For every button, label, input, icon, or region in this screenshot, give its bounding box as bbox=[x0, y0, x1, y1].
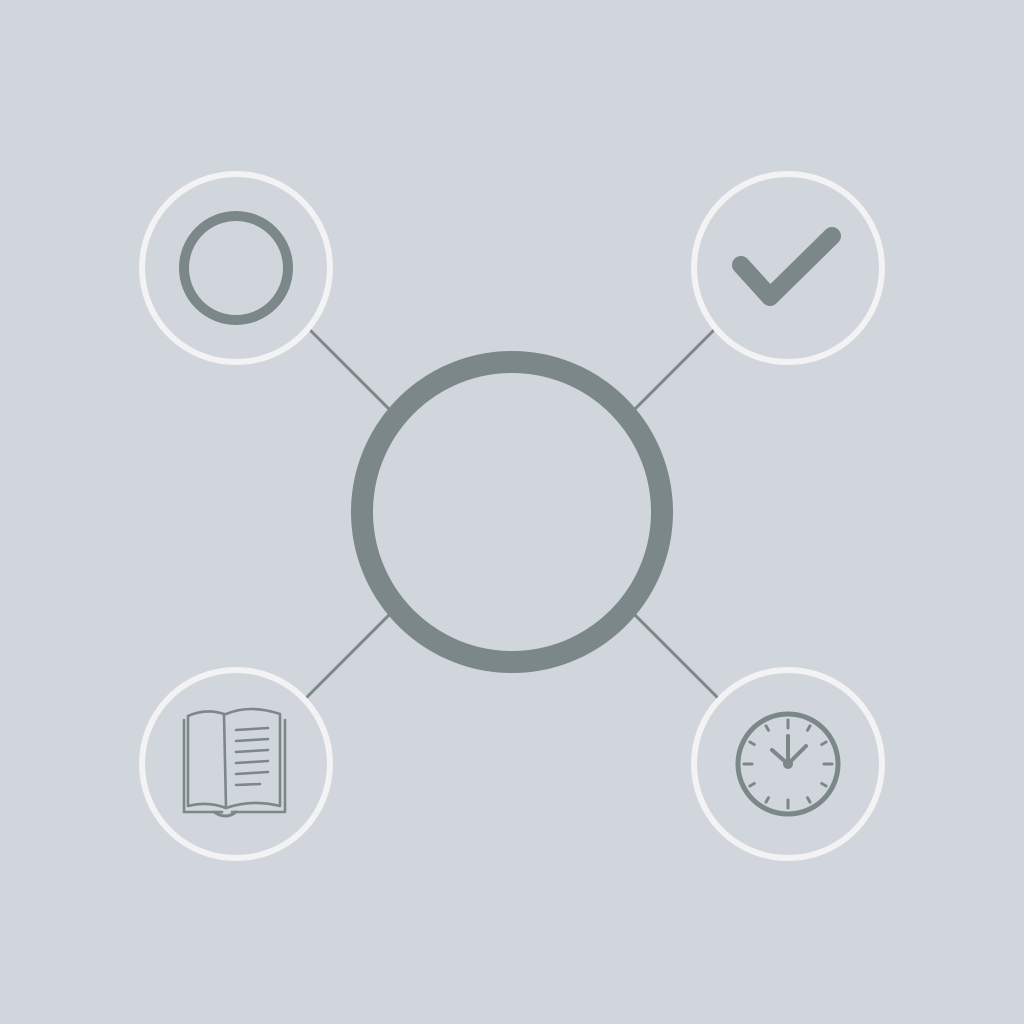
clock-tick bbox=[748, 740, 756, 746]
node-ring bbox=[139, 171, 333, 365]
node-ring bbox=[691, 667, 885, 861]
node-top-left bbox=[139, 171, 333, 365]
node-ring bbox=[691, 171, 885, 365]
circle-icon bbox=[179, 211, 293, 325]
clock-tick bbox=[820, 782, 828, 788]
central-hub-circle bbox=[351, 351, 673, 673]
clock-tick bbox=[806, 796, 812, 804]
open-book-icon bbox=[182, 707, 287, 818]
connector-bottom-right bbox=[632, 612, 720, 700]
clock-tick bbox=[820, 740, 828, 746]
clock-tick bbox=[764, 724, 770, 732]
clock-icon bbox=[735, 711, 841, 817]
connector-top-left bbox=[308, 328, 392, 412]
checkmark-icon bbox=[732, 227, 841, 306]
clock-tick bbox=[748, 782, 756, 788]
connectors bbox=[304, 328, 720, 700]
node-ring bbox=[139, 667, 333, 861]
connector-top-right bbox=[632, 328, 716, 412]
node-top-right bbox=[691, 171, 885, 365]
clock-tick bbox=[764, 796, 770, 804]
connector-bottom-left bbox=[304, 612, 392, 700]
node-bottom-left bbox=[139, 667, 333, 861]
node-bottom-right bbox=[691, 667, 885, 861]
clock-tick bbox=[806, 724, 812, 732]
